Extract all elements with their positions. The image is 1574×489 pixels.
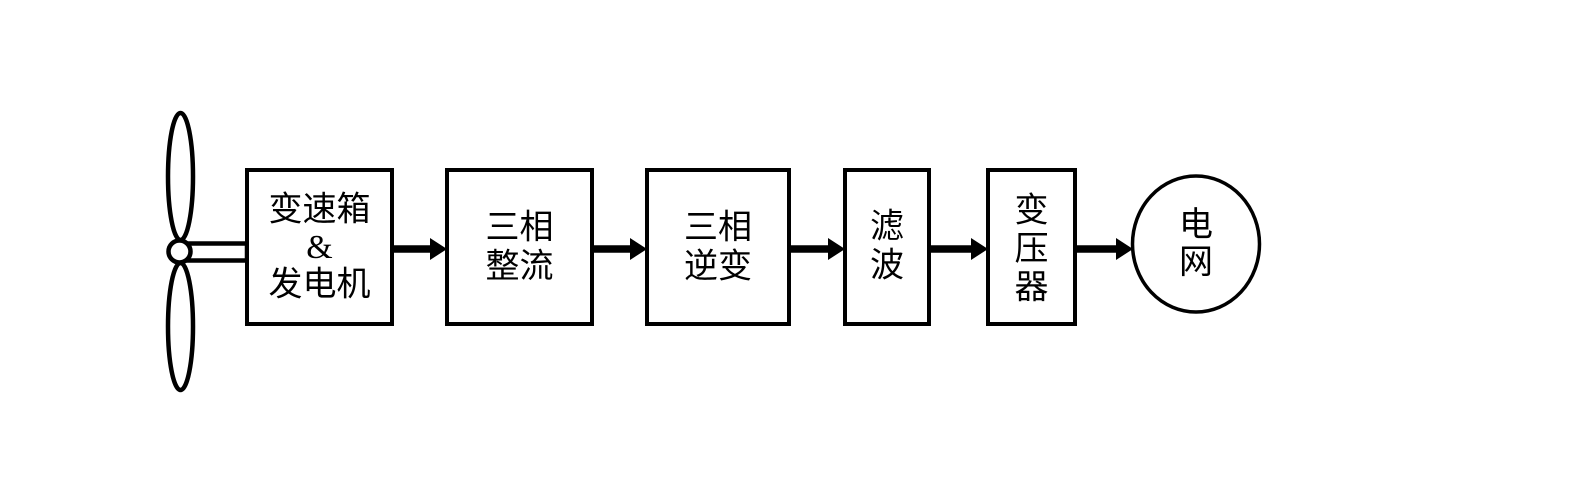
label-line: 电 [1179, 206, 1213, 244]
node-three-phase-inverter-label: 三相 逆变 [684, 209, 752, 286]
flow-arrow-5 [1075, 238, 1133, 260]
flow-arrow-1 [392, 238, 447, 260]
label-line: 波 [870, 247, 904, 285]
node-power-grid-ellipse [1130, 174, 1262, 314]
node-three-phase-inverter-box [645, 168, 791, 326]
label-line: 滤 [870, 208, 904, 246]
flow-arrow-4 [929, 238, 988, 260]
node-power-grid-label: 电 网 [1179, 206, 1213, 282]
flow-arrow-3 [789, 238, 845, 260]
label-line: 整流 [486, 248, 554, 286]
node-transformer-box [986, 168, 1077, 326]
arrow-head-icon [828, 238, 845, 260]
arrow-head-icon [971, 238, 988, 260]
arrow-head-icon [430, 238, 447, 260]
node-three-phase-rectifier-label: 三相 整流 [486, 209, 554, 286]
node-transformer-label: 变 压 器 [1015, 192, 1049, 307]
turbine-hub [166, 238, 193, 265]
node-three-phase-rectifier-box [445, 168, 594, 326]
node-gearbox-generator-box [245, 168, 394, 326]
node-gearbox-generator-label: 变速箱 & 发电机 [269, 191, 371, 304]
flow-arrow-2 [592, 238, 647, 260]
label-line: 三相 [486, 209, 554, 247]
label-line: 变 [1015, 192, 1049, 230]
turbine-blade-bottom-icon [165, 260, 196, 393]
turbine-shaft [185, 241, 250, 263]
label-line: 网 [1179, 245, 1213, 282]
label-line: & [306, 229, 332, 266]
label-line: 逆变 [684, 248, 752, 286]
label-line: 器 [1015, 270, 1049, 307]
label-line: 变速箱 [269, 191, 371, 229]
node-filter-label: 滤 波 [870, 208, 904, 285]
wind-turbine-icon [165, 110, 250, 393]
label-line: 发电机 [269, 266, 371, 304]
label-line: 三相 [684, 209, 752, 247]
label-line: 压 [1015, 231, 1049, 268]
turbine-blade-top-icon [165, 110, 196, 243]
arrow-head-icon [630, 238, 647, 260]
arrow-head-icon [1116, 238, 1133, 260]
node-filter-box [843, 168, 931, 326]
